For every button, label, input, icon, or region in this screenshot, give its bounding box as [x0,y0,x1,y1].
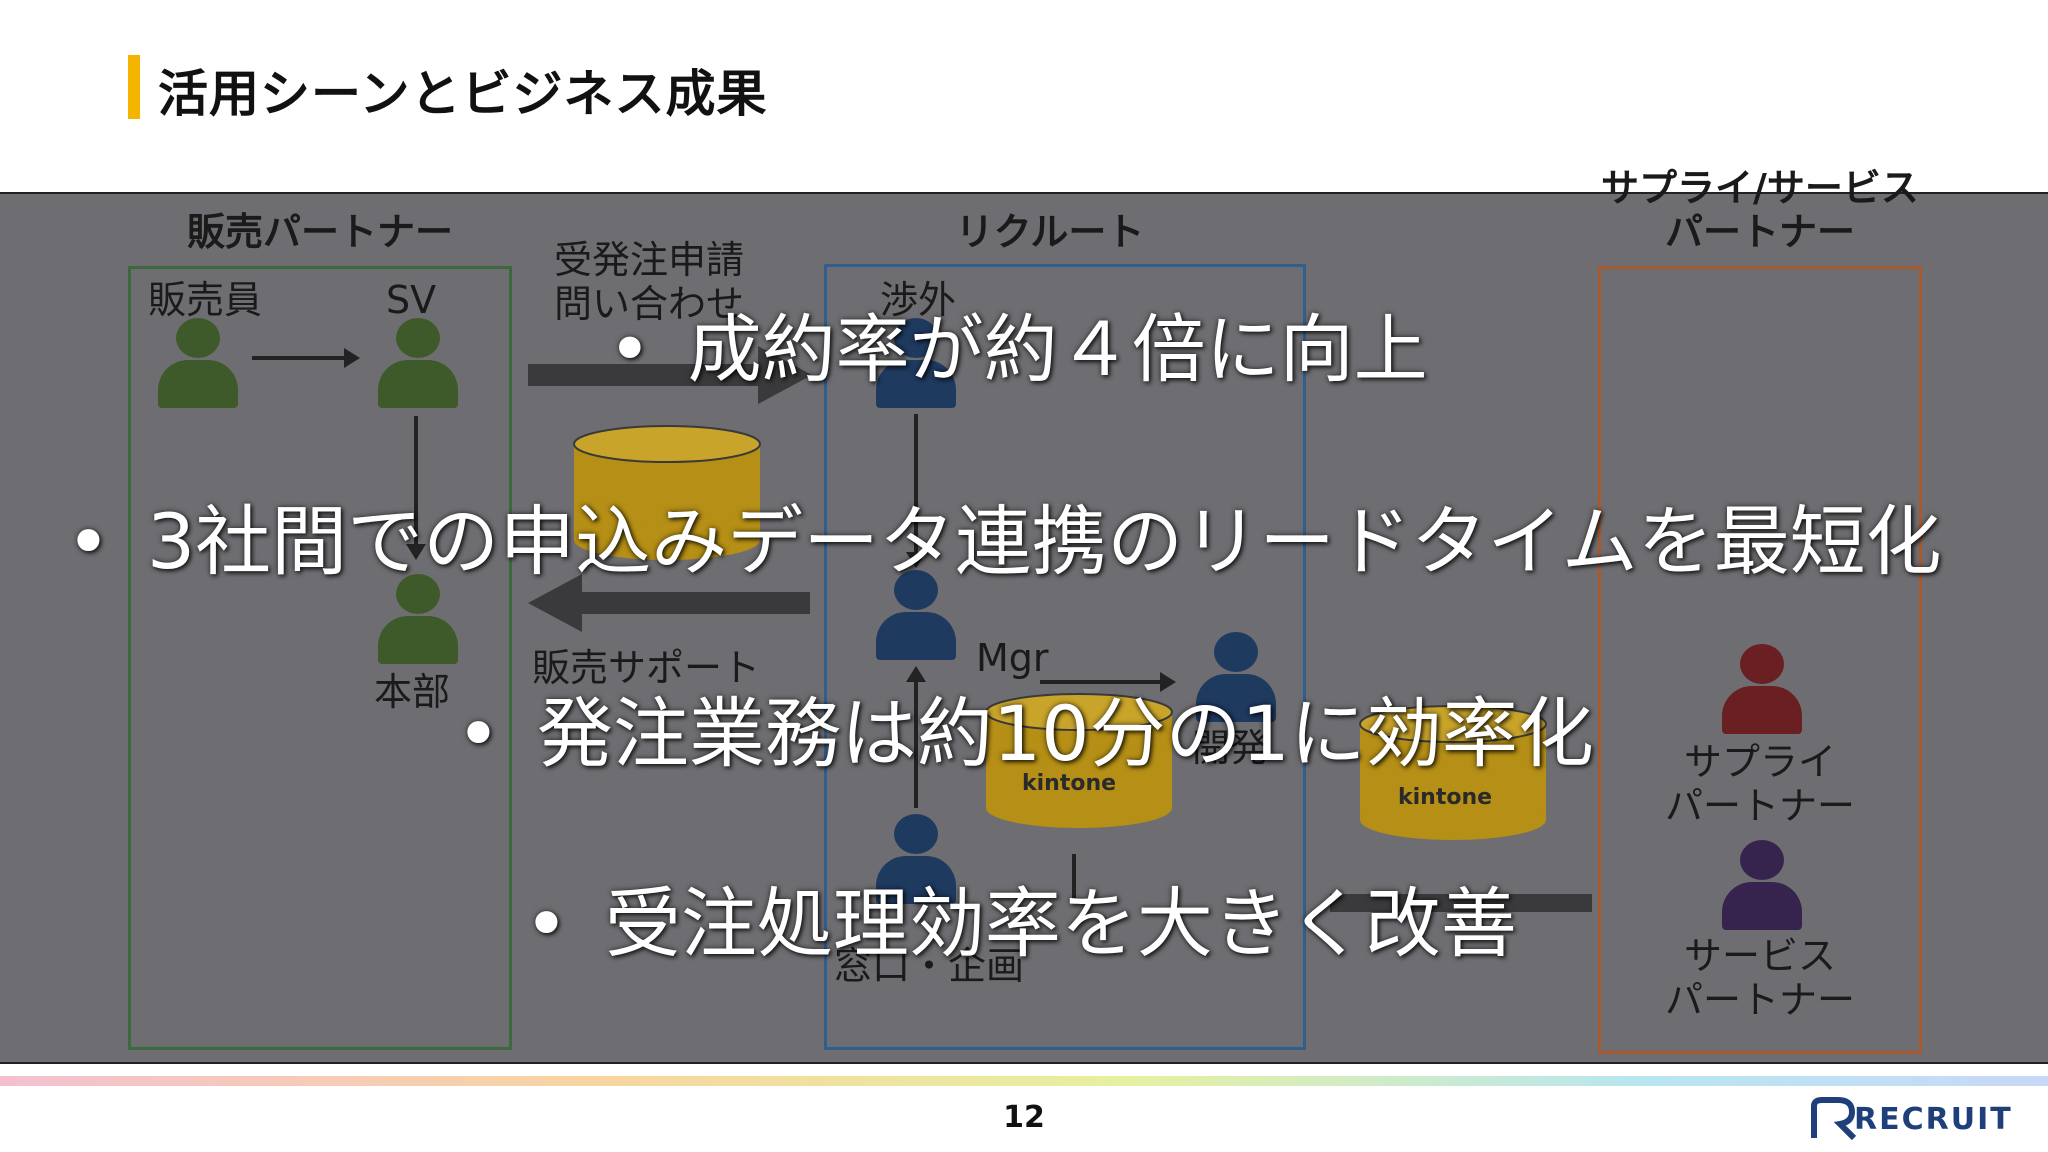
mgr-label: Mgr [976,636,1049,680]
salesperson-person-icon [158,318,238,408]
recruit-logo: RECRUIT [1808,1096,2018,1142]
support-flow-label: 販売サポート [532,646,761,690]
recruit-logo-text: RECRUIT [1854,1101,2013,1137]
bullet-2: •3社間での申込みデータ連携のリードタイムを最短化 [66,497,1942,586]
sales-partner-box [128,266,512,1050]
title-accent-bar [128,55,140,119]
kintone-label-3: kintone [1398,785,1493,810]
window-person-icon [876,814,956,904]
sv-person-icon [378,318,458,408]
recruit-box [824,264,1306,1050]
bullet-4-text: 受注処理効率を大きく改善 [604,879,1517,968]
bullet-3: •発注業務は約10分の1に効率化 [456,689,1594,778]
supply-service-box [1598,266,1922,1054]
request-flow-label: 受発注申請 問い合わせ [554,238,745,326]
footer-gradient-line [0,1076,2048,1086]
recruit-logo-icon [1811,1097,1857,1141]
diagram-arrows [252,346,1592,912]
hq-label: 本部 [374,670,451,714]
diagram-panel: 販売パートナー リクルート サプライ/サービス パートナー 販売員 SV 本部 … [0,166,2048,1064]
window-label: 窓口・企画 [834,944,1025,988]
kintone-label-2: kintone [1022,771,1117,796]
bullet-1: •成約率が約４倍に向上 [608,307,1428,393]
page-number: 12 [1003,1100,1045,1135]
kintone-db-icon-2 [985,693,1173,828]
slide-title: 活用シーンとビジネス成果 [158,65,768,123]
sv-label: SV [386,278,437,322]
bullet-2-text: 3社間での申込みデータ連携のリードタイムを最短化 [146,497,1942,586]
service-label: サービス パートナー [1664,934,1855,1022]
kintone-db-icon-3 [1359,705,1547,840]
external-person-icon [876,318,956,408]
dev-person-icon [1196,632,1276,722]
kintone-db-icon-1 [573,425,761,560]
bullet-3-text: 発注業務は約10分の1に効率化 [536,689,1594,778]
dev-label: 開発 [1192,726,1269,770]
mgr-person-icon [876,570,956,660]
supply-person-icon [1722,644,1802,734]
salesperson-label: 販売員 [148,278,263,322]
recruit-header: リクルート [955,210,1145,254]
hq-person-icon [378,574,458,664]
bullet-4: •受注処理効率を大きく改善 [524,879,1517,968]
external-label: 渉外 [880,278,957,322]
sales-partner-header: 販売パートナー [186,210,453,254]
supply-service-header: サプライ/サービス パートナー [1601,166,1919,254]
bullet-1-text: 成約率が約４倍に向上 [687,307,1428,393]
service-person-icon [1722,840,1802,930]
supply-label: サプライ パートナー [1664,740,1855,828]
